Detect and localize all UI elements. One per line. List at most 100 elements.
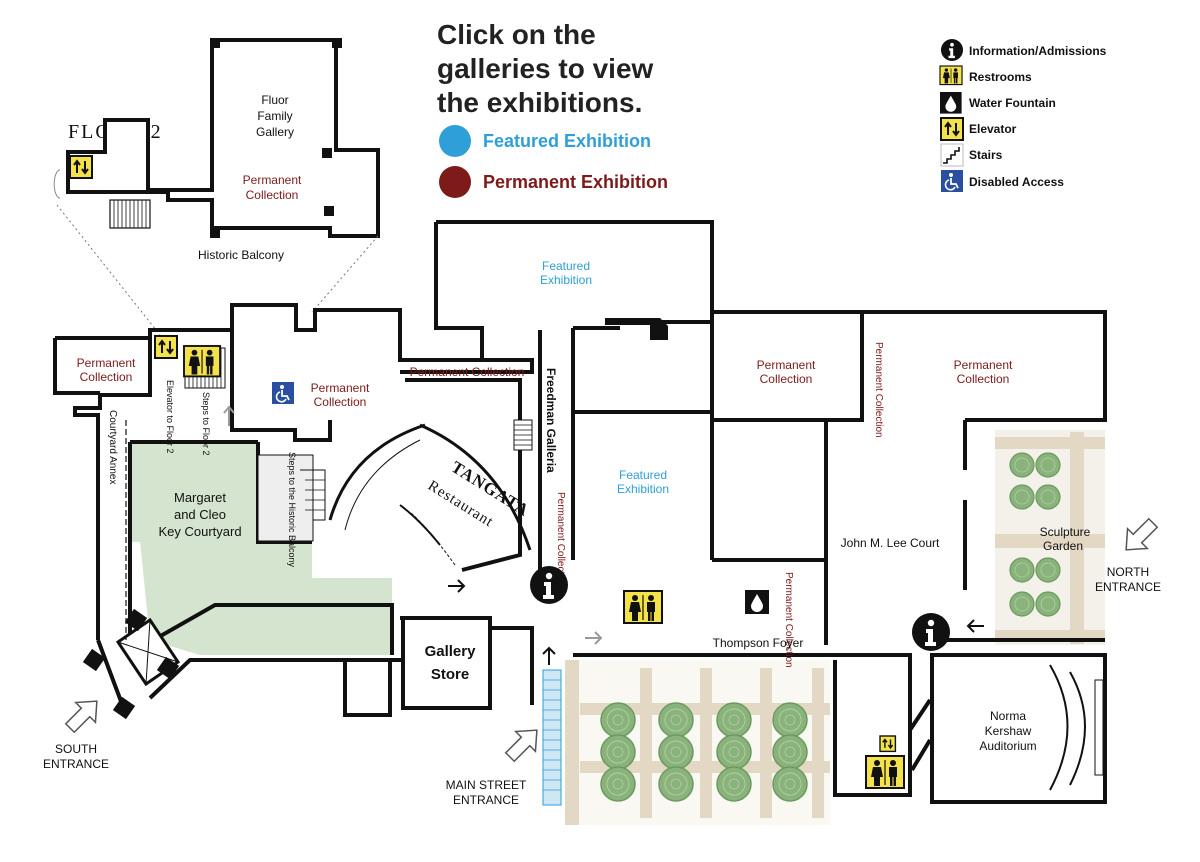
restroom-icon <box>939 65 963 86</box>
permanent-exhibition-swatch <box>439 166 471 198</box>
direction-arrows <box>448 579 984 665</box>
water-fountain-icon <box>940 92 962 114</box>
info-icon-north <box>912 613 950 651</box>
courtyard-annex-label: Courtyard Annex <box>107 410 118 485</box>
perm-west-line-1: Permanent <box>77 356 136 370</box>
south-entrance-line-2: ENTRANCE <box>43 757 109 771</box>
featured-mid-line-2: Exhibition <box>617 482 669 496</box>
john-m-lee-court-label: John M. Lee Court <box>841 536 940 550</box>
legend-label-accessible: Disabled Access <box>969 175 1064 189</box>
norma-kershaw-auditorium: Norma Kershaw Auditorium <box>979 664 1104 791</box>
perm-galleria-label: Permanent Collection <box>555 492 566 588</box>
elevator-icon-auditorium <box>879 735 897 753</box>
permanent-exhibition-legend: Permanent Exhibition <box>483 172 668 192</box>
floor-2-inset: FLOOR 2 Fluor Family Gallery Permanent C… <box>53 38 380 336</box>
auditorium-line-2: Kershaw <box>985 724 1032 738</box>
legend-label-stairs: Stairs <box>969 148 1003 162</box>
info-icon <box>940 38 964 62</box>
building-walls <box>53 220 1107 804</box>
instruction-line-1: Click on the <box>437 19 596 50</box>
map-legend: Information/Admissions Restrooms Water F… <box>939 38 1107 193</box>
info-icon-galleria <box>530 566 568 604</box>
right-arrow-icon-foyer <box>585 631 603 645</box>
main-street-ramp <box>542 669 562 806</box>
south-entrance-line-1: SOUTH <box>55 742 97 756</box>
floor-2-stairs <box>109 199 151 229</box>
main-entrance-line-2: ENTRANCE <box>453 793 519 807</box>
featured-exhibition-top[interactable]: Featured Exhibition <box>440 226 710 326</box>
thompson-foyer-label: Thompson Foyer <box>713 636 804 650</box>
perm-foyer-label: Permanent Collection <box>783 572 794 668</box>
courtyard-line-2: and Cleo <box>174 507 226 522</box>
stairs-icon <box>940 143 964 167</box>
perm-east1-line-2: Collection <box>760 372 813 386</box>
featured-exhibition-legend: Featured Exhibition <box>483 131 651 151</box>
courtyard-annex-colonnade: Courtyard Annex <box>97 410 127 640</box>
permanent-collection-galleria[interactable]: Permanent Collection <box>542 490 570 588</box>
permanent-collection-east-2[interactable]: Permanent Collection <box>905 316 1103 416</box>
steps-floor-2-label: Steps to Floor 2 <box>201 392 211 456</box>
left-arrow-icon-north <box>966 619 984 633</box>
floor-2-elevator-icon <box>69 155 93 179</box>
fluor-family-gallery[interactable]: Fluor Family Gallery Permanent Collectio… <box>230 70 320 220</box>
north-entrance-line-1: NORTH <box>1107 565 1149 579</box>
accessible-icon-main <box>271 381 295 405</box>
perm-strip-label: Permanent Collection <box>410 365 525 379</box>
tangata-restaurant[interactable]: TANGATA Restaurant <box>328 423 533 566</box>
elevator-floor-2-label: Elevator to Floor 2 <box>165 380 175 454</box>
restroom-icon-auditorium <box>865 755 905 789</box>
fluor-perm-line-1: Permanent <box>243 173 302 187</box>
main-entrance-line-1: MAIN STREET <box>446 778 527 792</box>
restroom-icon-west <box>183 345 222 378</box>
fluor-gallery-line-3: Gallery <box>256 125 294 139</box>
permanent-collection-narrow[interactable]: Permanent Collection <box>866 316 902 438</box>
featured-exhibition-swatch <box>439 125 471 157</box>
accessible-icon <box>940 169 964 193</box>
freedman-galleria-label: Freedman Galleria <box>544 368 558 473</box>
restroom-icon-foyer <box>623 590 663 624</box>
featured-top-line-2: Exhibition <box>540 273 592 287</box>
instructions: Click on the galleries to view the exhib… <box>437 19 668 198</box>
up-arrow-icon-main <box>542 646 556 665</box>
perm-center-line-2: Collection <box>314 395 367 409</box>
steps-balcony-label: Steps to the Historic Balcony <box>287 452 297 568</box>
fluor-gallery-line-1: Fluor <box>261 93 288 107</box>
auditorium-line-3: Auditorium <box>979 739 1036 753</box>
permanent-collection-east-1[interactable]: Permanent Collection <box>715 316 860 416</box>
historic-balcony-label: Historic Balcony <box>198 248 284 262</box>
perm-west-line-2: Collection <box>80 370 133 384</box>
permanent-collection-foyer[interactable]: Permanent Collection <box>782 565 824 668</box>
north-entrance-line-2: ENTRANCE <box>1095 580 1161 594</box>
margaret-and-cleo-key-courtyard[interactable]: Margaret and Cleo Key Courtyard <box>130 442 392 655</box>
auditorium-line-1: Norma <box>990 709 1026 723</box>
inset-leader-lines <box>56 204 379 336</box>
north-entrance-arrow-icon <box>1125 517 1159 551</box>
featured-exhibition-middle[interactable]: Featured Exhibition <box>575 414 710 554</box>
permanent-collection-center[interactable]: Permanent Collection <box>300 370 382 414</box>
water-fountain-icon-foyer <box>745 590 769 614</box>
south-entrance-arrow-icon <box>64 700 98 734</box>
gallery-store-line-1: Gallery <box>425 643 477 660</box>
floor-2-outline <box>66 38 380 238</box>
instruction-line-2: galleries to view <box>437 53 654 84</box>
featured-mid-line-1: Featured <box>619 468 667 482</box>
legend-label-info: Information/Admissions <box>969 44 1107 58</box>
fluor-gallery-line-2: Family <box>257 109 292 123</box>
permanent-collection-strip[interactable]: Permanent Collection <box>400 362 532 380</box>
gallery-store-line-2: Store <box>431 666 469 683</box>
courtyard-line-1: Margaret <box>174 490 226 505</box>
sculpture-garden-line-2: Garden <box>1043 539 1083 553</box>
legend-label-restrooms: Restrooms <box>969 70 1032 84</box>
sculpture-garden: Sculpture Garden <box>1009 452 1091 617</box>
gallery-store[interactable]: Gallery Store <box>405 630 490 700</box>
legend-label-water: Water Fountain <box>969 96 1056 110</box>
perm-east2-line-2: Collection <box>957 372 1010 386</box>
perm-center-line-1: Permanent <box>311 381 370 395</box>
perm-east1-line-1: Permanent <box>757 358 816 372</box>
elevator-icon-main <box>154 335 178 359</box>
sculpture-garden-line-1: Sculpture <box>1040 525 1091 539</box>
featured-top-structure <box>605 318 668 340</box>
permanent-collection-west[interactable]: Permanent Collection <box>58 342 148 390</box>
instruction-line-3: the exhibitions. <box>437 87 642 118</box>
